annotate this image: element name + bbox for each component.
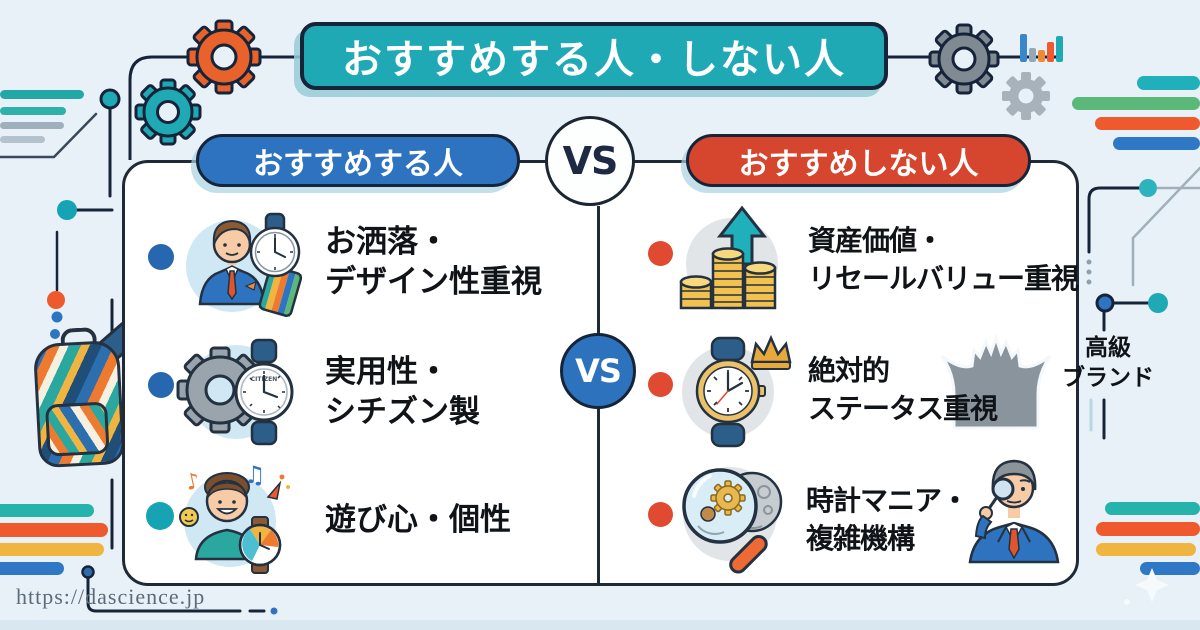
right-top-bars bbox=[1072, 76, 1200, 150]
teal-node bbox=[1148, 293, 1168, 313]
text-line: 複雑機構 bbox=[806, 522, 915, 555]
smiley-icon bbox=[179, 507, 199, 527]
right-column-header-text: おすすめしない人 bbox=[738, 146, 979, 182]
sparkle-icon bbox=[1135, 568, 1169, 602]
music-note-icon: ♪ bbox=[183, 469, 202, 496]
gray-gear-icon bbox=[928, 23, 1000, 95]
crown-silhouette bbox=[940, 333, 1052, 430]
vs-badge-middle: VS bbox=[560, 333, 636, 409]
rising-coins-icon bbox=[679, 205, 778, 310]
music-note-icon: ♫ bbox=[244, 461, 266, 489]
teal-node bbox=[1139, 179, 1157, 197]
text-line: 実用性・ bbox=[325, 354, 449, 390]
luxury-crown-watch-icon bbox=[682, 334, 792, 448]
text-line: デザイン性重視 bbox=[325, 264, 542, 300]
coin-stack bbox=[679, 275, 713, 310]
left-item-3-text: 遊び心・個性 bbox=[325, 500, 511, 540]
blue-node bbox=[81, 565, 95, 579]
left-speed-lines bbox=[0, 90, 84, 143]
colorful-backpack-illustration bbox=[32, 316, 146, 469]
vs-top-text: VS bbox=[562, 139, 619, 183]
left-column-header-text: おすすめする人 bbox=[253, 146, 463, 182]
bullet-dot bbox=[648, 372, 673, 397]
banner-line-left bbox=[128, 55, 300, 160]
left-circuit-lines bbox=[0, 106, 114, 550]
bullet-dot bbox=[146, 502, 174, 530]
right-circuit-lines bbox=[1087, 166, 1200, 440]
text-line: お洒落・ bbox=[325, 224, 449, 260]
left-item-1-text: お洒落・ デザイン性重視 bbox=[325, 222, 542, 302]
vs-badge-top: VS bbox=[545, 116, 635, 206]
teal-node bbox=[99, 88, 121, 110]
site-url: https://dascience.jp bbox=[16, 584, 205, 610]
text-line: 高級 bbox=[1085, 335, 1131, 361]
playful-person-watch-icon: ♪ ♫ bbox=[179, 461, 290, 574]
orange-dot bbox=[47, 291, 65, 309]
blue-dot bbox=[270, 607, 278, 615]
blue-node bbox=[1095, 293, 1115, 313]
collector-man-loupe-illustration bbox=[968, 459, 1060, 564]
blue-dot bbox=[51, 311, 63, 323]
text-line: ステータス重視 bbox=[808, 392, 998, 425]
bullet-dot bbox=[148, 372, 174, 398]
gear-citizen-watch-icon: CITIZEN bbox=[176, 338, 294, 446]
right-item-2-text: 絶対的 ステータス重視 bbox=[808, 352, 998, 428]
small-gray-gear-icon bbox=[1002, 72, 1050, 120]
gold-gear bbox=[710, 480, 746, 516]
backpack-pocket bbox=[44, 401, 110, 457]
vs-middle-text: VS bbox=[575, 352, 622, 390]
stylish-man-watch-icon bbox=[186, 212, 303, 317]
site-url-text: https://dascience.jp bbox=[16, 584, 206, 609]
blue-dot bbox=[50, 329, 60, 339]
text-line: シチズン製 bbox=[325, 394, 480, 430]
text-line: 時計マニア・ bbox=[806, 484, 969, 517]
footer-circuit bbox=[86, 575, 266, 613]
page-title-text: おすすめする人・しない人 bbox=[342, 37, 846, 83]
sparkle-dot bbox=[1124, 599, 1130, 605]
right-column-header: おすすめしない人 bbox=[686, 134, 1031, 187]
orange-gear-icon bbox=[186, 19, 262, 95]
luxury-brand-label: 高級 ブランド bbox=[1052, 333, 1164, 393]
text-line: 遊び心・個性 bbox=[325, 502, 511, 538]
bullet-dot bbox=[648, 502, 673, 527]
left-column-header: おすすめする人 bbox=[196, 134, 520, 187]
bottom-right-bars bbox=[1096, 502, 1200, 575]
crown-icon bbox=[750, 334, 792, 370]
coin-stack bbox=[711, 247, 745, 310]
left-item-2-text: 実用性・ シチズン製 bbox=[325, 352, 480, 432]
party-popper-icon bbox=[266, 474, 290, 500]
bullet-dot bbox=[648, 241, 673, 266]
teal-dot bbox=[57, 200, 77, 220]
bullet-dot bbox=[148, 244, 174, 270]
text-line: 資産価値・ bbox=[808, 224, 944, 257]
right-item-1-text: 資産価値・ リセールバリュー重視 bbox=[808, 222, 1079, 298]
backpack-body bbox=[32, 339, 126, 469]
right-item-3-text: 時計マニア・ 複雑機構 bbox=[806, 482, 969, 558]
teal-gear-icon bbox=[134, 78, 202, 146]
text-line: リセールバリュー重視 bbox=[808, 262, 1079, 295]
coin-stack bbox=[743, 261, 777, 310]
text-line: 絶対的 bbox=[808, 354, 890, 387]
text-line: ブランド bbox=[1062, 365, 1154, 391]
loupe-mechanism-icon bbox=[682, 467, 783, 574]
bottom-left-bars bbox=[0, 504, 108, 575]
bar-chart-icon bbox=[1020, 34, 1063, 62]
loupe-handle bbox=[729, 535, 768, 574]
bottom-band bbox=[0, 620, 1200, 630]
page-title: おすすめする人・しない人 bbox=[300, 22, 888, 90]
